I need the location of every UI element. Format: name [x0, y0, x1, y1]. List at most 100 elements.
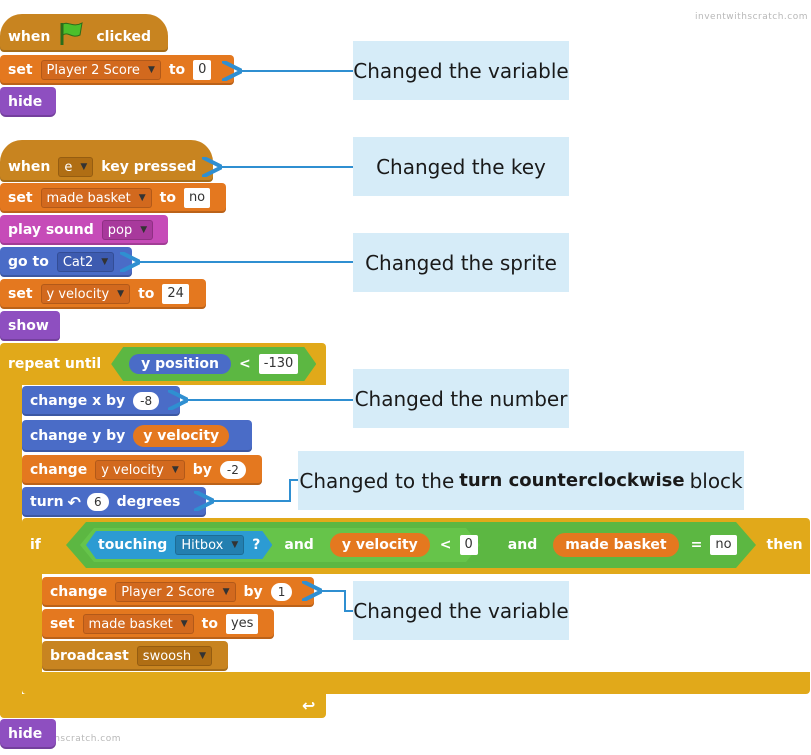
value-input[interactable]: no	[183, 188, 211, 208]
sprite-dropdown[interactable]: Cat2▼	[56, 252, 115, 272]
value-input[interactable]: -130	[259, 354, 299, 374]
when-key-pressed-hat[interactable]: when e▼ key pressed	[0, 140, 213, 182]
message-name: swoosh	[142, 648, 192, 664]
sound-name: pop	[107, 222, 133, 238]
set-made-basket-block[interactable]: set made basket ▼ to no	[0, 183, 226, 213]
set-label: set	[8, 62, 33, 78]
go-to-block[interactable]: go to Cat2▼	[0, 247, 132, 277]
touching-sensor[interactable]: touching Hitbox▼ ?	[86, 531, 272, 559]
callout-text: Changed the variable	[353, 598, 569, 623]
broadcast-label: broadcast	[50, 648, 129, 664]
key-dropdown[interactable]: e▼	[58, 157, 94, 177]
then-label: then	[766, 537, 803, 553]
degrees-label: degrees	[116, 494, 181, 510]
less-than-operator[interactable]: y position < -130	[111, 347, 316, 381]
by-label: by	[243, 584, 263, 600]
variable-dropdown[interactable]: Player 2 Score▼	[40, 60, 161, 80]
callout-changed-key: Changed the key	[353, 137, 569, 196]
message-dropdown[interactable]: swoosh▼	[136, 646, 213, 666]
variable-dropdown[interactable]: made basket▼	[82, 614, 194, 634]
sprite-name: Cat2	[62, 254, 94, 270]
play-sound-block[interactable]: play sound pop▼	[0, 215, 168, 245]
chevron-down-icon: ▼	[222, 587, 230, 597]
set-variable-block[interactable]: set Player 2 Score▼ to 0	[0, 55, 234, 85]
y-velocity-reporter[interactable]: y velocity	[133, 425, 230, 447]
value-input[interactable]: 24	[162, 284, 189, 304]
rotate-counterclockwise-icon: ↶	[67, 492, 81, 512]
show-label: show	[8, 318, 49, 334]
callout-text: Changed the variable	[353, 58, 569, 83]
made-basket-reporter[interactable]: made basket	[553, 533, 679, 557]
clicked-label: clicked	[96, 29, 152, 45]
hide-block[interactable]: hide	[0, 719, 56, 749]
by-label: by	[192, 462, 212, 478]
when-label: when	[8, 159, 51, 175]
show-block[interactable]: show	[0, 311, 60, 341]
set-label: set	[50, 616, 75, 632]
repeat-until-foot	[0, 694, 326, 718]
value-input[interactable]: 6	[86, 493, 109, 511]
broadcast-block[interactable]: broadcast swoosh▼	[42, 641, 228, 671]
to-label: to	[168, 62, 186, 78]
sound-dropdown[interactable]: pop▼	[101, 220, 154, 240]
turn-block[interactable]: turn ↶ 6 degrees	[22, 487, 206, 517]
change-y-label: change y by	[30, 428, 126, 444]
watermark: inventwithscratch.com	[695, 12, 809, 22]
touching-label: touching	[98, 537, 168, 553]
if-foot	[22, 672, 810, 694]
repeat-until-label: repeat until	[8, 356, 102, 372]
hide-label: hide	[8, 94, 43, 110]
y-velocity-reporter[interactable]: y velocity	[329, 533, 430, 557]
set-made-basket-yes-block[interactable]: set made basket▼ to yes	[42, 609, 274, 639]
chevron-down-icon: ▼	[80, 162, 88, 172]
variable-name: made basket	[88, 616, 173, 632]
callout-changed-variable: Changed the variable	[353, 41, 569, 100]
play-sound-label: play sound	[8, 222, 94, 238]
key-pressed-label: key pressed	[101, 159, 197, 175]
touching-dropdown[interactable]: Hitbox▼	[175, 535, 244, 555]
less-than-label: <	[239, 356, 251, 372]
hide-block[interactable]: hide	[0, 87, 56, 117]
chevron-down-icon: ▼	[138, 193, 146, 203]
chevron-down-icon: ▼	[147, 65, 155, 75]
to-label: to	[201, 616, 218, 632]
change-x-block[interactable]: change x by -8	[22, 386, 180, 416]
variable-dropdown[interactable]: made basket ▼	[40, 188, 152, 208]
value-input[interactable]: no	[710, 535, 737, 555]
value-input[interactable]: 0	[193, 60, 212, 80]
callout-bold-text: turn counterclockwise	[459, 470, 685, 491]
value-input[interactable]: -2	[219, 461, 246, 479]
change-score-block[interactable]: change Player 2 Score▼ by 1	[42, 577, 314, 607]
callout-changed-sprite: Changed the sprite	[353, 233, 569, 292]
variable-name: y velocity	[46, 286, 110, 302]
chevron-down-icon: ▼	[171, 465, 179, 475]
to-label: to	[159, 190, 176, 206]
when-flag-clicked-hat[interactable]: when clicked	[0, 14, 168, 52]
repeat-until-header: repeat until y position < -130	[8, 347, 324, 381]
callout-changed-number: Changed the number	[353, 369, 569, 428]
variable-dropdown[interactable]: Player 2 Score▼	[115, 582, 236, 602]
sprite-name: Hitbox	[181, 537, 224, 553]
change-y-velocity-block[interactable]: change y velocity▼ by -2	[22, 455, 262, 485]
variable-name: made basket	[46, 190, 131, 206]
arrow-line	[318, 591, 353, 612]
callout-text: Changed the number	[354, 386, 568, 411]
variable-dropdown[interactable]: y velocity▼	[95, 460, 185, 480]
y-position-reporter[interactable]: y position	[129, 354, 231, 374]
set-y-velocity-block[interactable]: set y velocity▼ to 24	[0, 279, 206, 309]
to-label: to	[138, 286, 155, 302]
value-input[interactable]: yes	[225, 614, 259, 634]
callout-changed-variable-2: Changed the variable	[353, 581, 569, 640]
repeat-until-arm	[0, 380, 22, 715]
value-input[interactable]: -8	[133, 392, 160, 410]
when-label: when	[8, 29, 51, 45]
change-y-block[interactable]: change y by y velocity	[22, 420, 252, 452]
variable-dropdown[interactable]: y velocity▼	[40, 284, 131, 304]
loop-arrow-icon: ↩	[302, 696, 316, 715]
callout-text: Changed the key	[376, 154, 546, 179]
if-arm	[22, 570, 42, 676]
hide-label: hide	[8, 726, 43, 742]
value-input[interactable]: 0	[459, 535, 478, 555]
set-label: set	[8, 190, 33, 206]
value-input[interactable]: 1	[270, 583, 293, 601]
